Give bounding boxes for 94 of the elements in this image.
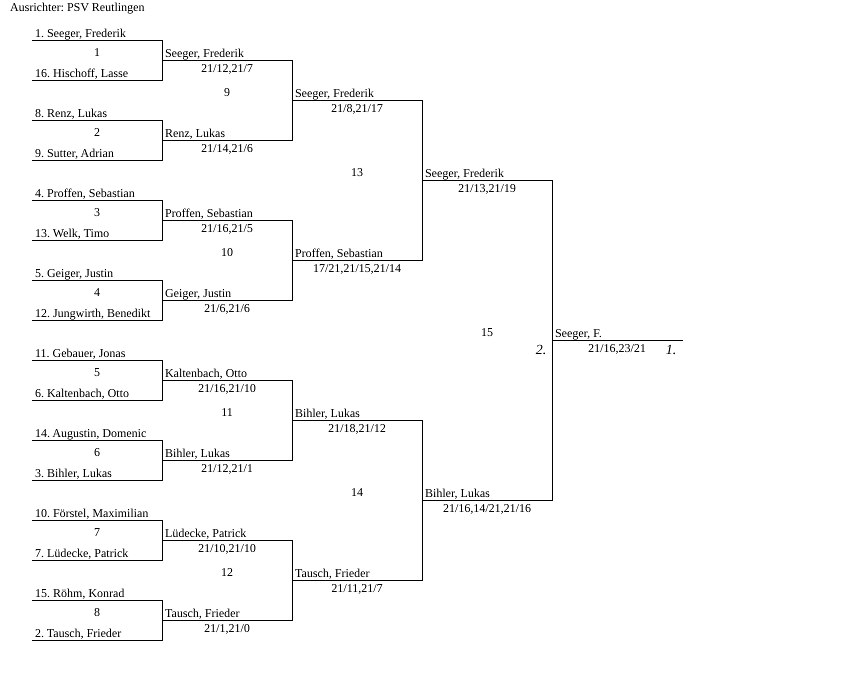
bracket-connector xyxy=(292,420,293,461)
bracket-connector xyxy=(162,200,163,221)
player-name: 2. Tausch, Frieder xyxy=(35,626,122,640)
match-score: 21/12,21/1 xyxy=(200,461,254,475)
match-number: 4 xyxy=(94,285,100,299)
player-name: 14. Augustin, Domenic xyxy=(35,426,146,440)
bracket-connector xyxy=(162,460,163,481)
player-name: 6. Kaltenbach, Otto xyxy=(35,386,129,400)
bracket-connector xyxy=(292,580,293,621)
bracket-connector xyxy=(162,540,163,561)
bracket-connector xyxy=(162,280,163,301)
match-number: 11 xyxy=(221,405,233,419)
match-number: 10 xyxy=(221,245,233,259)
bracket-connector xyxy=(162,620,163,641)
bracket-connector xyxy=(162,380,163,401)
match-number: 2 xyxy=(94,125,100,139)
player-name: 5. Geiger, Justin xyxy=(35,266,114,280)
player-name: 13. Welk, Timo xyxy=(35,226,110,240)
match-number: 14 xyxy=(351,485,363,499)
player-name: Tausch, Frieder xyxy=(165,606,240,620)
bracket-connector xyxy=(422,420,423,501)
player-name: Geiger, Justin xyxy=(165,286,232,300)
player-name: Seeger, Frederik xyxy=(295,86,374,100)
player-name: Proffen, Sebastian xyxy=(295,246,383,260)
bracket-connector xyxy=(292,220,293,261)
match-score: 21/6,21/6 xyxy=(203,301,251,315)
player-name: 11. Gebauer, Jonas xyxy=(35,346,126,360)
player-name: 1. Seeger, Frederik xyxy=(35,26,126,40)
bracket-connector xyxy=(162,60,163,81)
player-name: 7. Lüdecke, Patrick xyxy=(35,546,128,560)
bracket-connector xyxy=(292,100,293,141)
player-name: Seeger, Frederik xyxy=(425,166,504,180)
bracket-connector xyxy=(162,40,163,61)
match-score: 21/12,21/7 xyxy=(200,61,254,75)
bracket-connector xyxy=(422,100,423,181)
match-number: 7 xyxy=(94,525,100,539)
player-name: Tausch, Frieder xyxy=(295,566,370,580)
bracket-connector xyxy=(162,440,163,461)
bracket-connector xyxy=(552,340,553,501)
placement-rank: 2. xyxy=(536,344,546,358)
placement-rank: 1. xyxy=(666,344,676,358)
match-score: 21/16,23/21 xyxy=(587,341,647,355)
player-name: Lüdecke, Patrick xyxy=(165,526,246,540)
bracket-connector xyxy=(422,180,423,261)
match-number: 12 xyxy=(221,565,233,579)
match-score: 21/16,21/5 xyxy=(200,221,254,235)
player-name: 10. Förstel, Maximilian xyxy=(35,506,148,520)
bracket-connector xyxy=(162,300,163,321)
player-name: 15. Röhm, Konrad xyxy=(35,586,124,600)
match-score: 21/16,21/10 xyxy=(197,381,257,395)
match-number: 9 xyxy=(224,85,230,99)
match-number: 5 xyxy=(94,365,100,379)
match-score: 17/21,21/15,21/14 xyxy=(312,261,402,275)
player-name: 8. Renz, Lukas xyxy=(35,106,107,120)
match-score: 21/16,14/21,21/16 xyxy=(442,501,532,515)
player-name: 9. Sutter, Adrian xyxy=(35,146,114,160)
match-score: 21/18,21/12 xyxy=(327,421,387,435)
bracket-connector xyxy=(162,520,163,541)
match-number: 1 xyxy=(94,45,100,59)
match-score: 21/11,21/7 xyxy=(330,581,384,595)
bracket-connector xyxy=(292,260,293,301)
bracket-connector xyxy=(292,380,293,421)
player-name: Bihler, Lukas xyxy=(165,446,230,460)
bracket-connector xyxy=(292,540,293,581)
bracket-connector xyxy=(162,220,163,241)
player-name: 4. Proffen, Sebastian xyxy=(35,186,135,200)
player-name: Bihler, Lukas xyxy=(425,486,490,500)
player-name: 12. Jungwirth, Benedikt xyxy=(35,306,150,320)
bracket-connector xyxy=(552,180,553,341)
match-number: 8 xyxy=(94,605,100,619)
match-number: 15 xyxy=(481,325,493,339)
organizer-heading: Ausrichter: PSV Reutlingen xyxy=(10,0,144,14)
match-score: 21/13,21/19 xyxy=(457,181,517,195)
match-score: 21/14,21/6 xyxy=(200,141,254,155)
bracket-connector xyxy=(162,600,163,621)
player-name: Seeger, F. xyxy=(555,326,602,340)
match-score: 21/10,21/10 xyxy=(197,541,257,555)
player-name: 3. Bihler, Lukas xyxy=(35,466,112,480)
match-number: 6 xyxy=(94,445,100,459)
player-name: 16. Hischoff, Lasse xyxy=(35,66,128,80)
match-number: 3 xyxy=(94,205,100,219)
player-name: Kaltenbach, Otto xyxy=(165,366,247,380)
bracket-connector xyxy=(162,140,163,161)
player-name: Seeger, Frederik xyxy=(165,46,244,60)
match-number: 13 xyxy=(351,165,363,179)
match-score: 21/1,21/0 xyxy=(203,621,251,635)
bracket-connector xyxy=(162,120,163,141)
bracket-connector xyxy=(292,60,293,101)
match-score: 21/8,21/17 xyxy=(330,101,384,115)
player-name: Proffen, Sebastian xyxy=(165,206,253,220)
bracket-connector xyxy=(162,360,163,381)
bracket-connector xyxy=(422,500,423,581)
player-name: Bihler, Lukas xyxy=(295,406,360,420)
player-name: Renz, Lukas xyxy=(165,126,225,140)
